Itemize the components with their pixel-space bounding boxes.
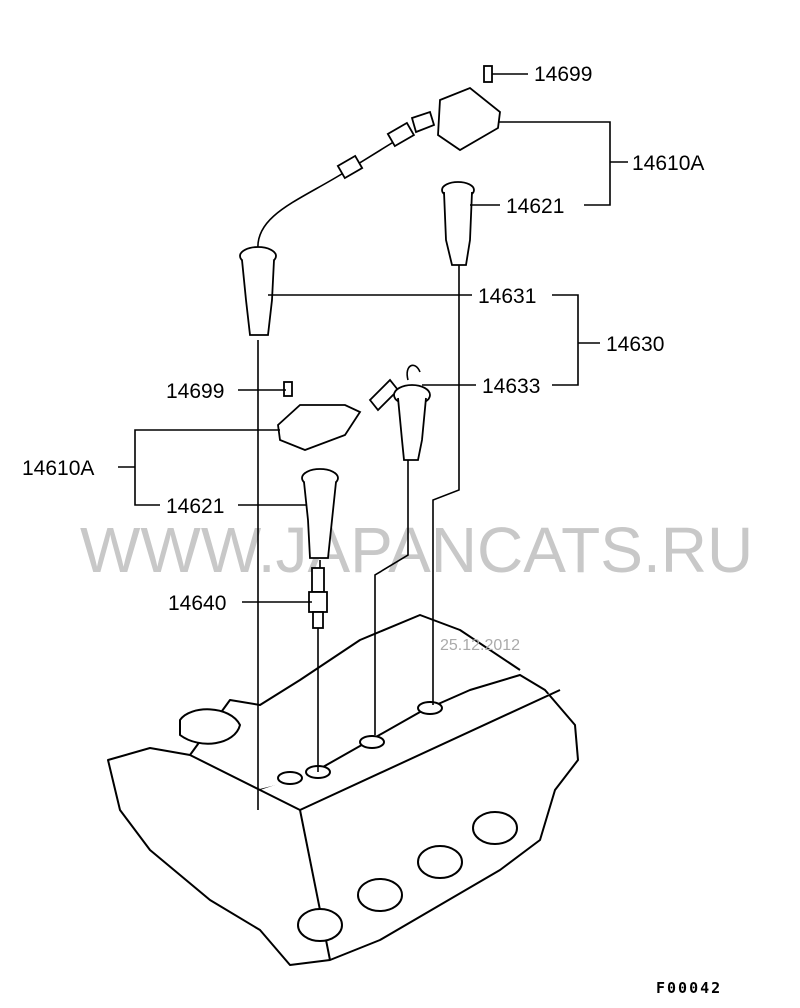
- leader-lines: [118, 73, 628, 603]
- label-coil-top: 14610A: [632, 152, 704, 175]
- ignition-cable-14633: [368, 364, 431, 461]
- date-stamp: 25.12.2012: [440, 637, 520, 654]
- label-boot-mid: 14621: [166, 495, 224, 518]
- label-cable-1: 14631: [478, 285, 536, 308]
- ignition-cable-14631: [239, 121, 416, 336]
- label-coil-mid: 14610A: [22, 457, 94, 480]
- label-cable-2: 14633: [482, 375, 540, 398]
- label-spark-plug: 14640: [168, 592, 226, 615]
- figure-code: F00042: [656, 979, 722, 997]
- watermark: WWW.JAPANCATS.RU: [80, 514, 753, 586]
- intake-ports: [297, 811, 518, 942]
- ignition-coil-top: [410, 65, 501, 266]
- spark-plug: [308, 567, 328, 629]
- label-bolt-mid: 14699: [166, 380, 224, 403]
- ignition-coil-mid: [277, 381, 362, 559]
- label-cable-set: 14630: [606, 333, 664, 356]
- center-lines: [257, 265, 460, 810]
- label-bolt-top: 14699: [534, 63, 592, 86]
- cylinder-head: [107, 614, 579, 966]
- label-boot-top: 14621: [506, 195, 564, 218]
